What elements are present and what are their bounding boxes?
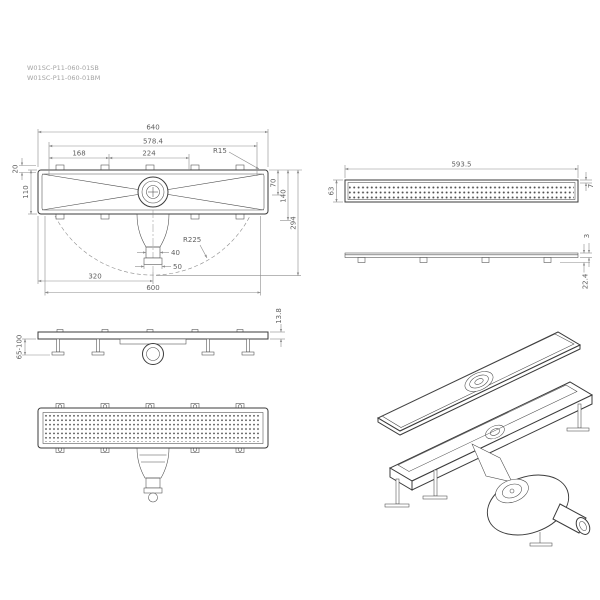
- dim-168-label: 168: [72, 150, 85, 158]
- front-elevation-view: 13.8 65-100: [16, 308, 285, 365]
- dim-70: 70: [269, 169, 302, 196]
- dim-3: 3: [580, 234, 592, 267]
- dim-578-label: 578.4: [143, 138, 164, 146]
- siphon-side: [119, 338, 187, 365]
- grate-top-view: 593.5 63 7: [328, 161, 595, 203]
- dim-224-label: 224: [142, 150, 156, 158]
- dim-294-label: 294: [290, 216, 298, 230]
- dim-40-label: 40: [171, 249, 180, 257]
- isometric-view: [376, 331, 594, 547]
- dim-40: 40: [137, 249, 180, 257]
- dim-leg-range: 65-100: [16, 335, 50, 360]
- dim-20: 20: [12, 158, 36, 180]
- iso-grate: [376, 331, 582, 436]
- dim-320: 320: [37, 216, 154, 284]
- grate-mounting-tabs: [55, 403, 245, 453]
- iso-legs: [384, 403, 590, 508]
- dim-320-label: 320: [88, 273, 101, 281]
- dim-7: 7: [580, 172, 595, 191]
- dim-138: 13.8: [270, 308, 285, 347]
- grate-side-profile: 3 22.4: [344, 234, 592, 289]
- dim-593: 593.5: [344, 161, 579, 178]
- dim-r15: R15: [213, 147, 260, 170]
- plan-grate-perforation: [45, 414, 261, 442]
- dim-r15-label: R15: [213, 147, 227, 155]
- dim-640-label: 640: [146, 124, 159, 132]
- dim-600-label: 600: [146, 284, 159, 292]
- dim-140-label: 140: [280, 189, 288, 202]
- dim-110-label: 110: [22, 185, 30, 198]
- dim-640: 640: [37, 124, 269, 167]
- iso-channel: [388, 381, 594, 491]
- dim-600: 600: [44, 216, 261, 296]
- iso-outlet-pipe: [552, 503, 591, 535]
- dim-r225: R225: [183, 236, 208, 259]
- dim-138-label: 13.8: [275, 308, 283, 324]
- dim-22: 22.4: [560, 244, 590, 289]
- dim-22-label: 22.4: [582, 273, 590, 289]
- dim-63-label: 63: [328, 187, 336, 196]
- channel-profile-bar: [37, 331, 269, 340]
- part-number-sb: W01SC-P11-060-01SB: [27, 64, 99, 72]
- plan-view-dimensioned: 640 578.4 168 224 R15 20: [12, 124, 302, 296]
- dim-294: 294: [156, 170, 301, 276]
- dim-50-label: 50: [173, 263, 182, 271]
- elevation-top-tabs: [56, 329, 244, 333]
- dim-168: 168: [49, 150, 110, 170]
- dim-63: 63: [328, 179, 343, 203]
- dim-140: 140: [280, 170, 291, 221]
- swivel-arc: [54, 215, 251, 276]
- dim-leg-range-label: 65-100: [16, 335, 24, 360]
- adjustable-legs: [51, 338, 255, 356]
- plan-view-grate: [37, 403, 269, 503]
- part-number-bm: W01SC-P11-060-01BM: [27, 74, 100, 82]
- dim-70-label: 70: [270, 179, 278, 188]
- plan-outlet-funnel: [136, 447, 170, 503]
- dim-3-label: 3: [583, 234, 591, 238]
- dim-50: 50: [135, 263, 182, 271]
- iso-trap: [471, 443, 570, 547]
- drain-outlet-funnel: [136, 210, 170, 272]
- grate-perforation: [349, 183, 574, 199]
- dim-224: 224: [109, 150, 190, 170]
- part-numbers: W01SC-P11-060-01SB W01SC-P11-060-01BM: [27, 64, 100, 82]
- dim-20-label: 20: [12, 165, 20, 174]
- grate-hooks: [357, 257, 552, 263]
- dim-7-label: 7: [587, 184, 595, 188]
- dim-r225-label: R225: [183, 236, 201, 244]
- dim-593-label: 593.5: [451, 161, 471, 169]
- dim-110: 110: [22, 169, 37, 215]
- drain-port: [137, 176, 169, 208]
